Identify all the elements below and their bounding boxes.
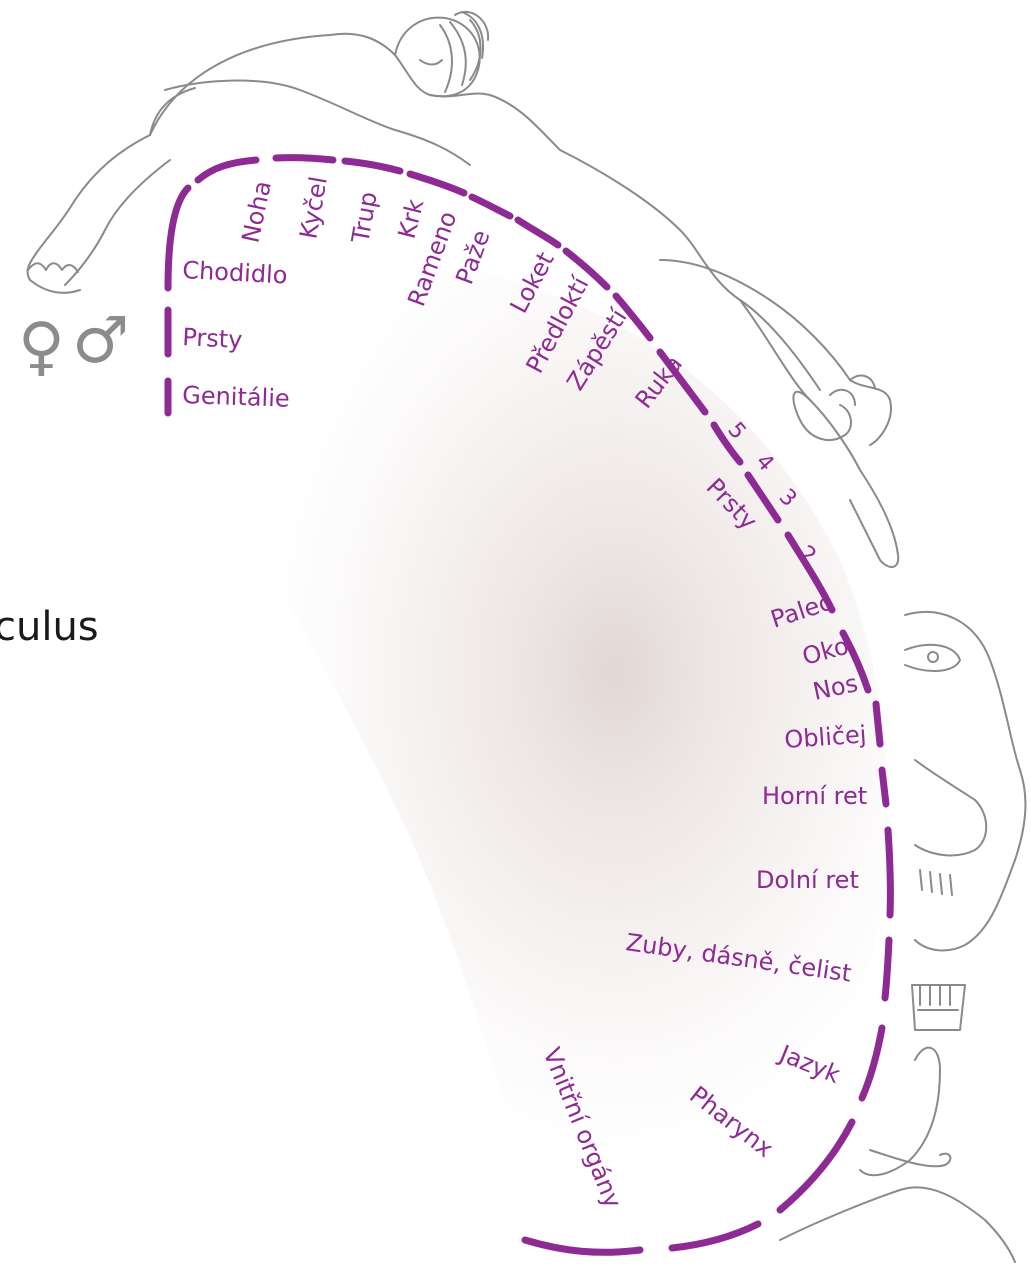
face-sketch — [905, 612, 1025, 950]
head-sketch — [395, 18, 480, 97]
arc-segment — [862, 1028, 882, 1098]
arc-segment — [888, 830, 890, 915]
male-symbol: ♂ — [72, 304, 129, 378]
label-kycel: Kyčel — [294, 174, 332, 241]
arc-segment — [518, 220, 558, 245]
arc-segment — [672, 1224, 758, 1248]
arc-segment — [276, 158, 333, 160]
label-dolni-ret: Dolní ret — [756, 866, 859, 894]
foot-sketch — [28, 263, 78, 272]
arc-segment — [198, 160, 256, 180]
label-horni-ret: Horní ret — [762, 782, 867, 810]
label-trup: Trup — [346, 190, 383, 247]
diagram-title: culus — [0, 604, 99, 650]
label-genitalie: Genitálie — [182, 381, 290, 413]
label-chodidlo: Chodidlo — [182, 256, 288, 289]
female-symbol: ♀ — [18, 310, 65, 384]
arc-segment — [885, 940, 889, 998]
arc-segment — [882, 770, 886, 804]
arc-segment — [472, 197, 510, 216]
label-krk: Krk — [393, 196, 430, 241]
eye-sketch — [928, 652, 938, 662]
arc-segment — [410, 174, 464, 193]
arc-segment — [876, 704, 880, 744]
label-noha: Noha — [236, 178, 276, 245]
teeth-sketch — [912, 985, 965, 1030]
label-prsty-noha: Prsty — [182, 323, 243, 354]
arc-segment — [780, 1122, 852, 1210]
label-oblicej: Obličej — [783, 720, 867, 754]
arc-segment — [345, 161, 400, 171]
